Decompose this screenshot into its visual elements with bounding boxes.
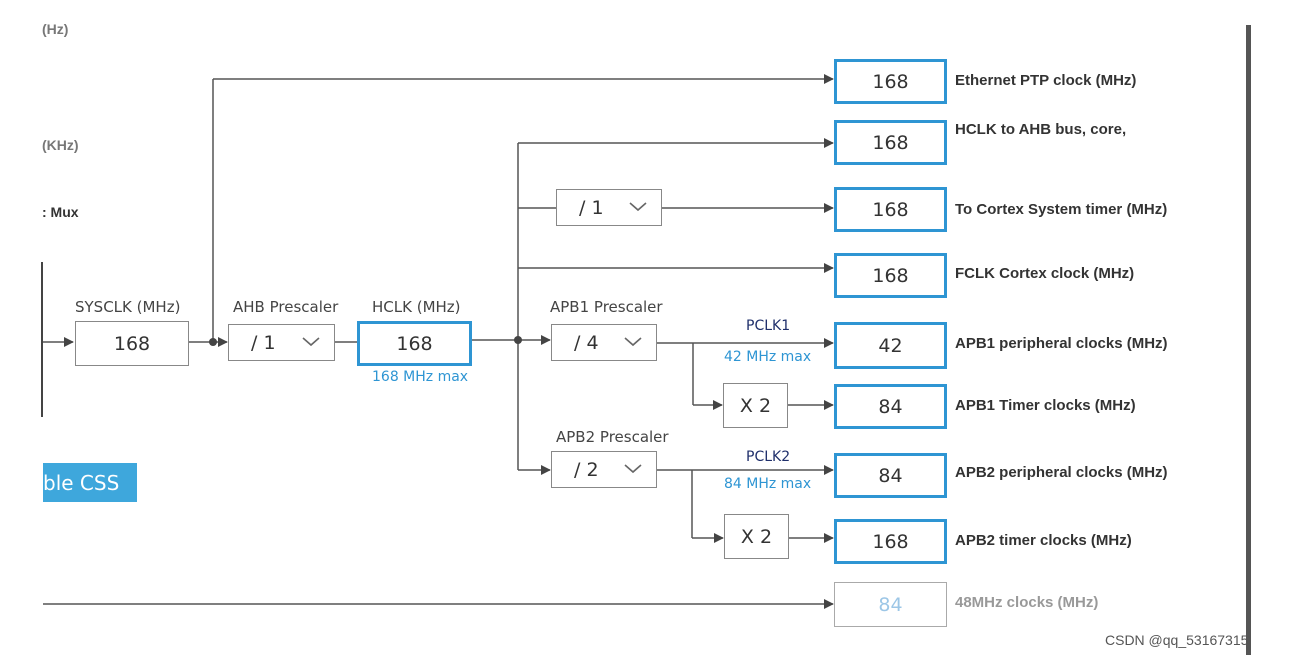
left-khz-label: (KHz) <box>42 137 79 153</box>
vertical-scrollbar[interactable] <box>1246 25 1251 655</box>
hclk-ahb-clock-label: HCLK to AHB bus, core, memory and DMA (M… <box>955 121 1127 147</box>
ahb-prescaler-label: AHB Prescaler <box>233 298 339 316</box>
enable-css-button-label: ble CSS <box>43 470 120 495</box>
ethernet-ptp-clock-input[interactable]: 168 <box>834 59 947 104</box>
apb2-prescaler-select[interactable]: / 2 <box>551 451 657 488</box>
hclk-max-label: 168 MHz max <box>372 369 469 385</box>
junction-dot <box>209 338 217 346</box>
pclk2-label: PCLK2 <box>746 449 791 465</box>
clock-48mhz-label: 48MHz clocks (MHz) <box>955 594 1099 611</box>
enable-css-button[interactable]: ble CSS <box>43 463 137 502</box>
apb1-peripheral-clock-label: APB1 peripheral clocks (MHz) <box>955 335 1168 352</box>
hclk-input[interactable]: 168 <box>357 321 472 366</box>
chevron-down-icon <box>302 336 320 346</box>
chevron-down-icon <box>629 201 647 211</box>
pclk1-max-label: 42 MHz max <box>724 349 812 365</box>
fclk-cortex-clock-label: FCLK Cortex clock (MHz) <box>955 265 1135 282</box>
apb2-timer-clock-input[interactable]: 168 <box>834 519 947 564</box>
apb1-peripheral-clock-input[interactable]: 42 <box>834 322 947 369</box>
sysclk-label: SYSCLK (MHz) <box>75 298 181 316</box>
sysclk-value: 168 <box>75 321 189 366</box>
left-mux-label: : Mux <box>42 204 79 220</box>
pclk2-max-label: 84 MHz max <box>724 476 812 492</box>
hclk-ahb-clock-input[interactable]: 168 <box>834 120 947 165</box>
cortex-system-timer-label: To Cortex System timer (MHz) <box>955 201 1168 218</box>
apb1-prescaler-value: / 4 <box>574 331 599 354</box>
apb2-peripheral-clock-label: APB2 peripheral clocks (MHz) <box>955 464 1168 481</box>
apb1-timer-clock-input[interactable]: 84 <box>834 384 947 429</box>
ahb-prescaler-select[interactable]: / 1 <box>228 324 335 361</box>
cortex-system-timer-input[interactable]: 168 <box>834 187 947 232</box>
apb1-timer-clock-label: APB1 Timer clocks (MHz) <box>955 397 1136 414</box>
junction-dot <box>514 336 522 344</box>
apb1-prescaler-select[interactable]: / 4 <box>551 324 657 361</box>
pclk1-label: PCLK1 <box>746 318 791 334</box>
apb2-timer-clock-label: APB2 timer clocks (MHz) <box>955 532 1132 549</box>
apb1-timer-multiplier: X 2 <box>723 383 788 428</box>
chevron-down-icon <box>624 336 642 346</box>
cortex-timer-prescaler-select[interactable]: / 1 <box>556 189 662 226</box>
apb2-prescaler-value: / 2 <box>574 458 599 481</box>
hclk-label: HCLK (MHz) <box>372 298 461 316</box>
ethernet-ptp-clock-label: Ethernet PTP clock (MHz) <box>955 72 1137 89</box>
ahb-prescaler-value: / 1 <box>251 331 276 354</box>
cortex-timer-prescaler-value: / 1 <box>579 196 604 219</box>
fclk-cortex-clock-input[interactable]: 168 <box>834 253 947 298</box>
apb1-prescaler-label: APB1 Prescaler <box>550 298 663 316</box>
chevron-down-icon <box>624 463 642 473</box>
apb2-timer-multiplier: X 2 <box>724 514 789 559</box>
left-block-edge <box>41 262 43 417</box>
clock-48mhz-input: 84 <box>834 582 947 627</box>
apb2-prescaler-label: APB2 Prescaler <box>556 428 669 446</box>
left-khz-label-top: (Hz) <box>42 21 69 37</box>
watermark: CSDN @qq_53167315 <box>1105 632 1249 648</box>
apb2-peripheral-clock-input[interactable]: 84 <box>834 453 947 498</box>
